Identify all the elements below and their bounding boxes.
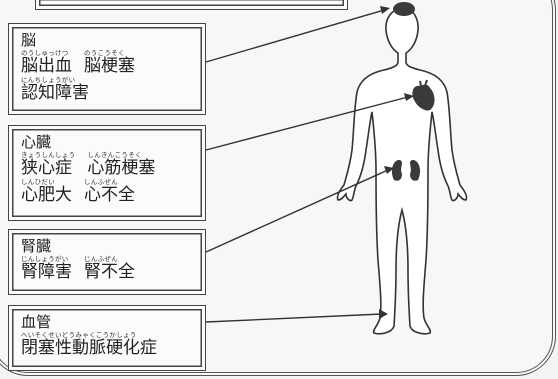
term-row: きょうしんしょう 狭心症 しんきんこうそく 心筋梗塞	[21, 151, 193, 178]
arrow-kidney	[205, 169, 389, 253]
kidney-left-shape	[391, 160, 402, 181]
arrow-brain	[205, 9, 385, 63]
term: にんちしょうがい 認知障害	[21, 76, 89, 103]
heart-shape	[412, 84, 435, 111]
term-row: にんちしょうがい 認知障害	[21, 76, 193, 103]
term: しんきんこうそく 心筋梗塞	[87, 151, 155, 178]
kidney-box: 腎臓 じんしょうがい 腎障害 じんふぜん 腎不全	[8, 229, 206, 295]
term-reading: のうこうそく	[84, 49, 125, 57]
term-reading: のうしゅっけつ	[21, 49, 69, 57]
term-word: 脳出血	[21, 56, 72, 76]
term-word: 閉塞性動脈硬化症	[21, 338, 157, 358]
arrow-brain-head	[380, 6, 390, 14]
top-box-fragment	[35, 0, 348, 10]
term-word: 心不全	[84, 185, 135, 205]
term-reading: じんふぜん	[84, 255, 118, 263]
arrow-vessel	[205, 313, 383, 323]
term-row: へいそくせいどうみゃくこうかしょう 閉塞性動脈硬化症	[21, 331, 193, 358]
term-word: 狭心症	[21, 158, 72, 178]
term-word: 心肥大	[21, 185, 72, 205]
vessel-box: 血管 へいそくせいどうみゃくこうかしょう 閉塞性動脈硬化症	[8, 305, 206, 371]
term-reading: しんひだい	[21, 178, 55, 186]
term-word: 腎不全	[84, 262, 135, 282]
heart-vessel	[419, 79, 428, 87]
term-word: 認知障害	[21, 83, 89, 103]
category-label: 血管	[21, 313, 52, 331]
term-reading: じんしょうがい	[21, 255, 69, 263]
term-reading: しんきんこうそく	[87, 151, 142, 159]
heart-box: 心臓 きょうしんしょう 狭心症 しんきんこうそく 心筋梗塞 しんひだい 心肥大 …	[8, 125, 206, 221]
term-word: 脳梗塞	[84, 56, 135, 76]
term-row: のうしゅっけつ 脳出血 のうこうそく 脳梗塞	[21, 49, 193, 76]
term: じんしょうがい 腎障害	[21, 255, 72, 282]
category-label: 心臓	[21, 133, 52, 151]
term: しんひだい 心肥大	[21, 178, 72, 205]
arrow-kidney-head	[384, 166, 394, 174]
category-label: 脳	[21, 31, 37, 49]
human-body-outline	[336, 7, 468, 335]
brain-shape	[393, 2, 415, 16]
term: きょうしんしょう 狭心症	[21, 151, 75, 178]
term-reading: きょうしんしょう	[21, 151, 76, 159]
arrow-heart	[205, 96, 409, 151]
term-word: 心筋梗塞	[87, 158, 156, 178]
category-label: 腎臓	[21, 237, 52, 255]
term-reading: へいそくせいどうみゃくこうかしょう	[21, 331, 137, 339]
arrow-heart-head	[404, 93, 414, 101]
term-reading: しんふぜん	[84, 178, 118, 186]
term: のうしゅっけつ 脳出血	[21, 49, 72, 76]
term-row: しんひだい 心肥大 しんふぜん 心不全	[21, 178, 193, 205]
term: しんふぜん 心不全	[84, 178, 135, 205]
term: へいそくせいどうみゃくこうかしょう 閉塞性動脈硬化症	[21, 331, 157, 358]
term: のうこうそく 脳梗塞	[84, 49, 135, 76]
term: じんふぜん 腎不全	[84, 255, 135, 282]
term-word: 腎障害	[21, 262, 72, 282]
term-reading: にんちしょうがい	[21, 76, 76, 84]
kidney-right-shape	[410, 160, 421, 181]
arrow-vessel-head	[379, 309, 388, 319]
brain-box: 脳 のうしゅっけつ 脳出血 のうこうそく 脳梗塞 にんちしょうがい 認知障害	[8, 23, 206, 115]
term-row: じんしょうがい 腎障害 じんふぜん 腎不全	[21, 255, 193, 282]
